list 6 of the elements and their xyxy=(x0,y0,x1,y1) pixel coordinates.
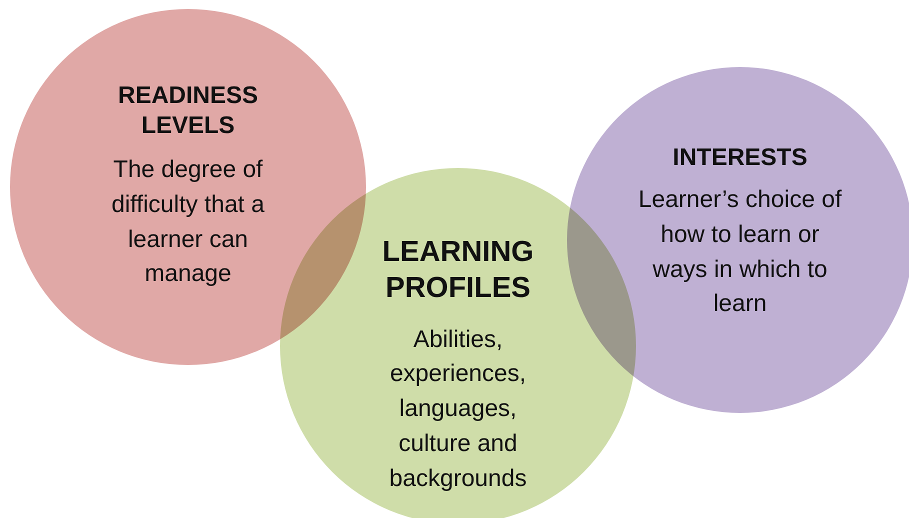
circle-description: Learner’s choice of how to learn or ways in which to learn xyxy=(638,185,842,320)
circle-description: The degree of difficulty that a learner can manage xyxy=(110,155,266,290)
circle-heading: READINESS LEVELS xyxy=(116,81,260,141)
circle-heading: INTERESTS xyxy=(672,143,808,173)
circle-description: Abilities, experiences, languages, culture and backgrounds xyxy=(388,324,528,494)
circle-heading: LEARNING PROFILES xyxy=(381,235,535,306)
